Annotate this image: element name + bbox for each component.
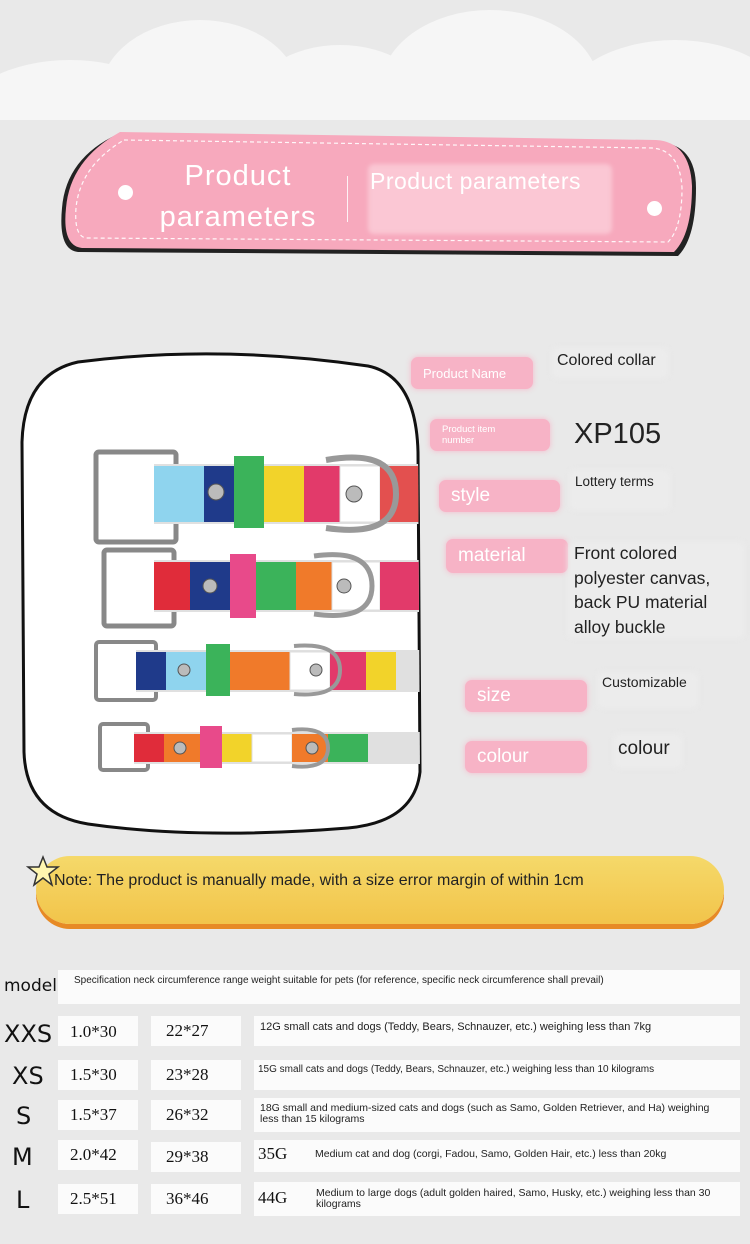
- title-divider: [347, 176, 348, 222]
- cell-box: [58, 1140, 138, 1170]
- row-s-desc: 18G small and medium-sized cats and dogs…: [260, 1103, 709, 1125]
- material-line-2: polyester canvas,: [574, 567, 711, 588]
- row-l-range: 36*46: [166, 1189, 209, 1208]
- row-l-weight: 44G: [258, 1188, 288, 1207]
- row-s-range: 26*32: [166, 1105, 209, 1124]
- row-m-spec: 2.0*42: [70, 1145, 117, 1164]
- param-value-item-number: XP105: [574, 418, 662, 450]
- value-bg: [552, 348, 668, 378]
- row-xs-spec: 1.5*30: [70, 1065, 117, 1084]
- row-m-model: M: [12, 1143, 33, 1171]
- row-m-desc: Medium cat and dog (corgi, Fadou, Samo, …: [315, 1148, 667, 1160]
- param-label-colour: colour: [465, 741, 587, 773]
- row-l-desc-line1: Medium to large dogs (adult golden haire…: [316, 1187, 711, 1199]
- row-l-model: L: [16, 1186, 30, 1214]
- row-l-spec: 2.5*51: [70, 1189, 117, 1208]
- material-line-4: alloy buckle: [574, 616, 666, 637]
- table-header-box: [58, 970, 740, 1004]
- param-label-material: material: [446, 539, 568, 573]
- row-l-desc: Medium to large dogs (adult golden haire…: [316, 1188, 710, 1210]
- row-l-desc-line2: kilograms: [316, 1198, 361, 1210]
- param-label-item-number-line2: number: [442, 435, 475, 446]
- param-label-style: style: [439, 480, 560, 512]
- value-bg: [568, 542, 744, 638]
- cell-box: [151, 1100, 241, 1130]
- material-line-3: back PU material: [574, 592, 708, 612]
- cell-box: [58, 1060, 138, 1090]
- cell-box: [254, 1182, 740, 1216]
- note-banner: [36, 856, 724, 924]
- param-label-size: size: [465, 680, 587, 712]
- subtitle-blur: [368, 164, 612, 234]
- param-value-product-name: Colored collar: [557, 352, 656, 369]
- header-tag: Product parameters Product parameters: [58, 128, 698, 260]
- row-xs-desc: 15G small cats and dogs (Teddy, Bears, S…: [258, 1064, 655, 1075]
- param-value-size: Customizable: [602, 674, 687, 690]
- row-s-spec: 1.5*37: [70, 1105, 117, 1124]
- param-value-style: Lottery terms: [575, 474, 654, 489]
- row-s-model: S: [16, 1102, 32, 1130]
- cell-box: [151, 1184, 241, 1214]
- param-label-item-number-line1: Product item: [442, 424, 496, 435]
- value-bg: [598, 672, 698, 708]
- param-label-item-number: Product item number: [430, 419, 550, 451]
- table-header-desc: Specification neck circumference range w…: [74, 975, 604, 986]
- material-line-1: Front colored: [574, 543, 678, 563]
- table-header-model: model: [4, 976, 57, 996]
- row-s-desc-line1: 18G small and medium-sized cats and dogs…: [260, 1102, 710, 1114]
- row-xxs-desc: 12G small cats and dogs (Teddy, Bears, S…: [260, 1021, 652, 1033]
- cell-box: [254, 1098, 740, 1132]
- row-m-weight: 35G: [258, 1144, 288, 1163]
- cell-box: [151, 1016, 241, 1046]
- row-xxs-spec: 1.0*30: [70, 1022, 117, 1041]
- param-label-product-name: Product Name: [411, 357, 533, 389]
- value-bg: [614, 734, 682, 768]
- cell-box: [58, 1184, 138, 1214]
- note-text: Note: The product is manually made, with…: [54, 872, 584, 889]
- param-value-material: Front colored polyester canvas, back PU …: [574, 541, 710, 639]
- cloud-decoration: [0, 0, 750, 120]
- cell-box: [151, 1060, 241, 1090]
- row-xxs-model: XXS: [4, 1020, 53, 1048]
- row-s-desc-line2: less than 15 kilograms: [260, 1113, 365, 1125]
- param-value-colour: colour: [618, 738, 670, 759]
- value-bg: [570, 470, 670, 510]
- cell-box: [254, 1060, 740, 1090]
- cell-box: [151, 1142, 241, 1172]
- title-line-2: parameters: [159, 201, 317, 233]
- tag-hole-right: [647, 201, 662, 216]
- tag-shape: [61, 132, 697, 256]
- row-xs-range: 23*28: [166, 1065, 209, 1084]
- page-title: Product parameters: [138, 156, 338, 238]
- star-icon: [26, 855, 60, 887]
- row-m-range: 29*38: [166, 1147, 209, 1166]
- cell-box: [254, 1140, 740, 1172]
- cell-box: [254, 1016, 740, 1046]
- tag-hole-left: [118, 185, 133, 200]
- cell-box: [58, 1016, 138, 1046]
- cell-box: [58, 1100, 138, 1130]
- page-subtitle: Product parameters: [370, 168, 581, 194]
- row-xxs-range: 22*27: [166, 1021, 209, 1040]
- collar-product-image: [18, 352, 422, 836]
- row-xs-model: XS: [12, 1062, 44, 1090]
- title-line-1: Product: [184, 160, 292, 192]
